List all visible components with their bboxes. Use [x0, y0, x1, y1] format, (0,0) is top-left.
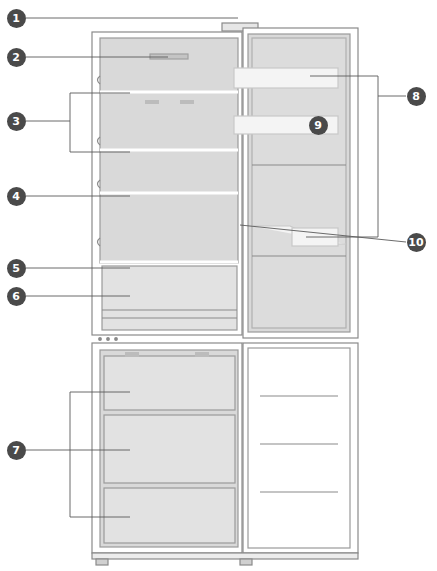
callout-number: 8	[407, 87, 426, 106]
callout-number: 10	[407, 233, 426, 252]
callout-number: 7	[7, 441, 26, 460]
callout-number: 5	[7, 259, 26, 278]
callout-number: 6	[7, 287, 26, 306]
callout-number: 1	[7, 9, 26, 28]
callout-number: 9	[309, 116, 328, 135]
callout-number: 2	[7, 48, 26, 67]
callout-number: 3	[7, 112, 26, 131]
callout-number: 4	[7, 187, 26, 206]
